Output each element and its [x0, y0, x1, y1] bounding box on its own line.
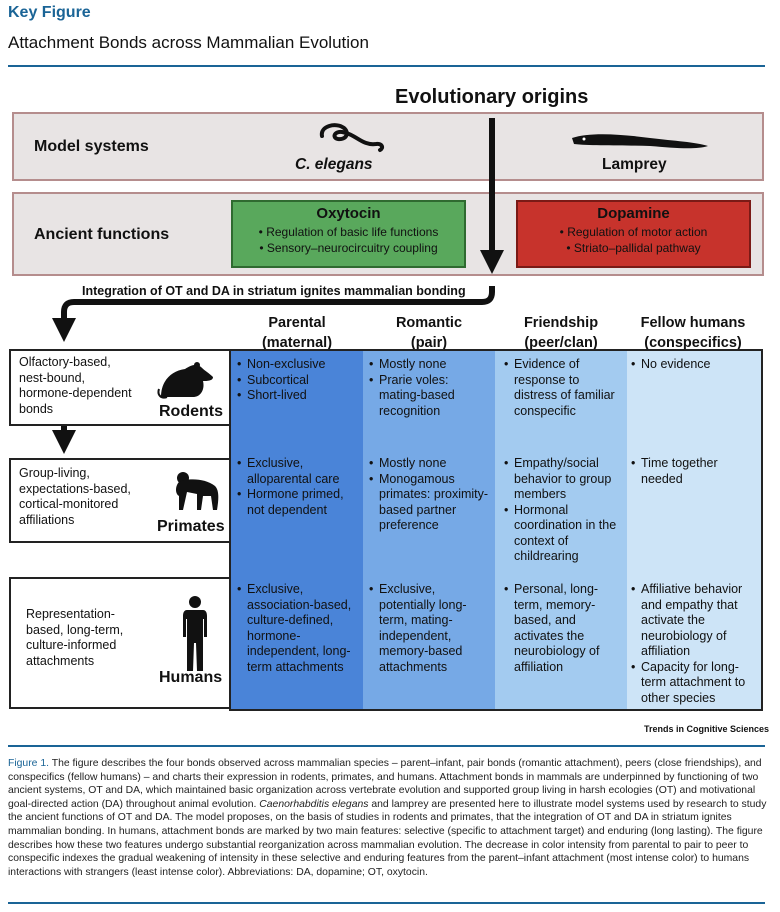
cell-humans-parental: Exclusive, association-based, culture-de… [237, 582, 361, 675]
column-header-friendship: Friendship(peer/clan) [523, 315, 599, 351]
oxytocin-item: • Regulation of basic life functions [258, 225, 439, 239]
primates-description: Group-living,expectations-based,cortical… [19, 466, 131, 527]
chimpanzee-icon [176, 472, 219, 510]
dopamine-title: Dopamine [597, 205, 670, 222]
cell-primates-fellow-humans: Time together needed [631, 456, 757, 487]
lamprey-icon [572, 134, 708, 149]
c-elegans-label: C. elegans [295, 156, 373, 173]
column-header-fellow-humans: Fellow humans(conspecifics) [640, 315, 746, 351]
source-label: Trends in Cognitive Sciences [644, 724, 770, 734]
dopamine-item: • Striato–pallidal pathway [566, 241, 701, 255]
figure-caption: Figure 1. The figure describes the four … [8, 757, 768, 879]
cell-rodents-friendship: Evidence of response to distress of fami… [504, 357, 622, 419]
cell-rodents-fellow-humans: No evidence [631, 357, 757, 373]
humans-description: Representation-based, long-term,culture-… [26, 607, 124, 668]
oxytocin-item: • Sensory–neurocircuitry coupling [259, 241, 438, 255]
model-systems-label: Model systems [34, 138, 149, 155]
dopamine-box: Dopamine • Regulation of motor action • … [516, 200, 751, 268]
cell-primates-romantic: Mostly noneMonogamous primates: proximit… [369, 456, 493, 534]
caption-text-part2: and lamprey are presented here to illust… [8, 798, 767, 878]
evolutionary-origins-label: Evolutionary origins [395, 86, 589, 108]
flow-arrows [52, 118, 504, 454]
ancient-functions-label: Ancient functions [34, 226, 170, 243]
lamprey-label: Lamprey [602, 156, 667, 173]
model-systems-band: Model systems [12, 112, 764, 181]
integration-arrow [52, 286, 495, 342]
caption-lead: Figure 1. [8, 758, 50, 769]
figure-title: Attachment Bonds across Mammalian Evolut… [8, 33, 369, 52]
cell-rodents-parental: Non-exclusiveSubcorticalShort-lived [237, 357, 359, 404]
key-figure-label: Key Figure [8, 4, 91, 21]
primates-label: Primates [157, 518, 225, 535]
rodents-label: Rodents [159, 403, 223, 420]
rodents-description: Olfactory-based,nest-bound,hormone-depen… [19, 355, 132, 416]
cell-humans-romantic: Exclusive, potentially long-term, mating… [369, 582, 491, 675]
rodent-icon [157, 362, 213, 399]
cell-primates-friendship: Empathy/social behavior to group members… [504, 456, 624, 565]
humans-label: Humans [159, 669, 223, 686]
row-rodents: Olfactory-based,nest-bound,hormone-depen… [9, 349, 231, 426]
top-rule [8, 65, 765, 67]
dopamine-item: • Regulation of motor action [559, 225, 708, 239]
cell-humans-fellow-humans: Affiliative behavior and empathy that ac… [631, 582, 757, 706]
caption-italic-species: Caenorhabditis elegans [259, 798, 369, 810]
integration-label: Integration of OT and DA in striatum ign… [82, 284, 466, 298]
caption-rule-bottom [8, 902, 765, 904]
oxytocin-box: Oxytocin • Regulation of basic life func… [231, 200, 466, 268]
worm-icon [319, 123, 385, 152]
column-header-romantic: Romantic(pair) [395, 315, 463, 351]
column-header-parental: Parental(maternal) [261, 315, 333, 351]
oxytocin-title: Oxytocin [316, 205, 381, 222]
cell-humans-friendship: Personal, long-term, memory-based, and a… [504, 582, 624, 675]
row-primates: Group-living,expectations-based,cortical… [9, 458, 231, 543]
caption-rule-top [8, 745, 765, 747]
cell-primates-parental: Exclusive, alloparental careHormone prim… [237, 456, 359, 518]
row-humans: Representation-based, long-term,culture-… [9, 577, 231, 709]
cell-rodents-romantic: Mostly nonePrarie voles: mating-based re… [369, 357, 491, 419]
caption-text-part1: The figure describes the four bonds obse… [8, 758, 762, 810]
human-icon [183, 596, 207, 671]
